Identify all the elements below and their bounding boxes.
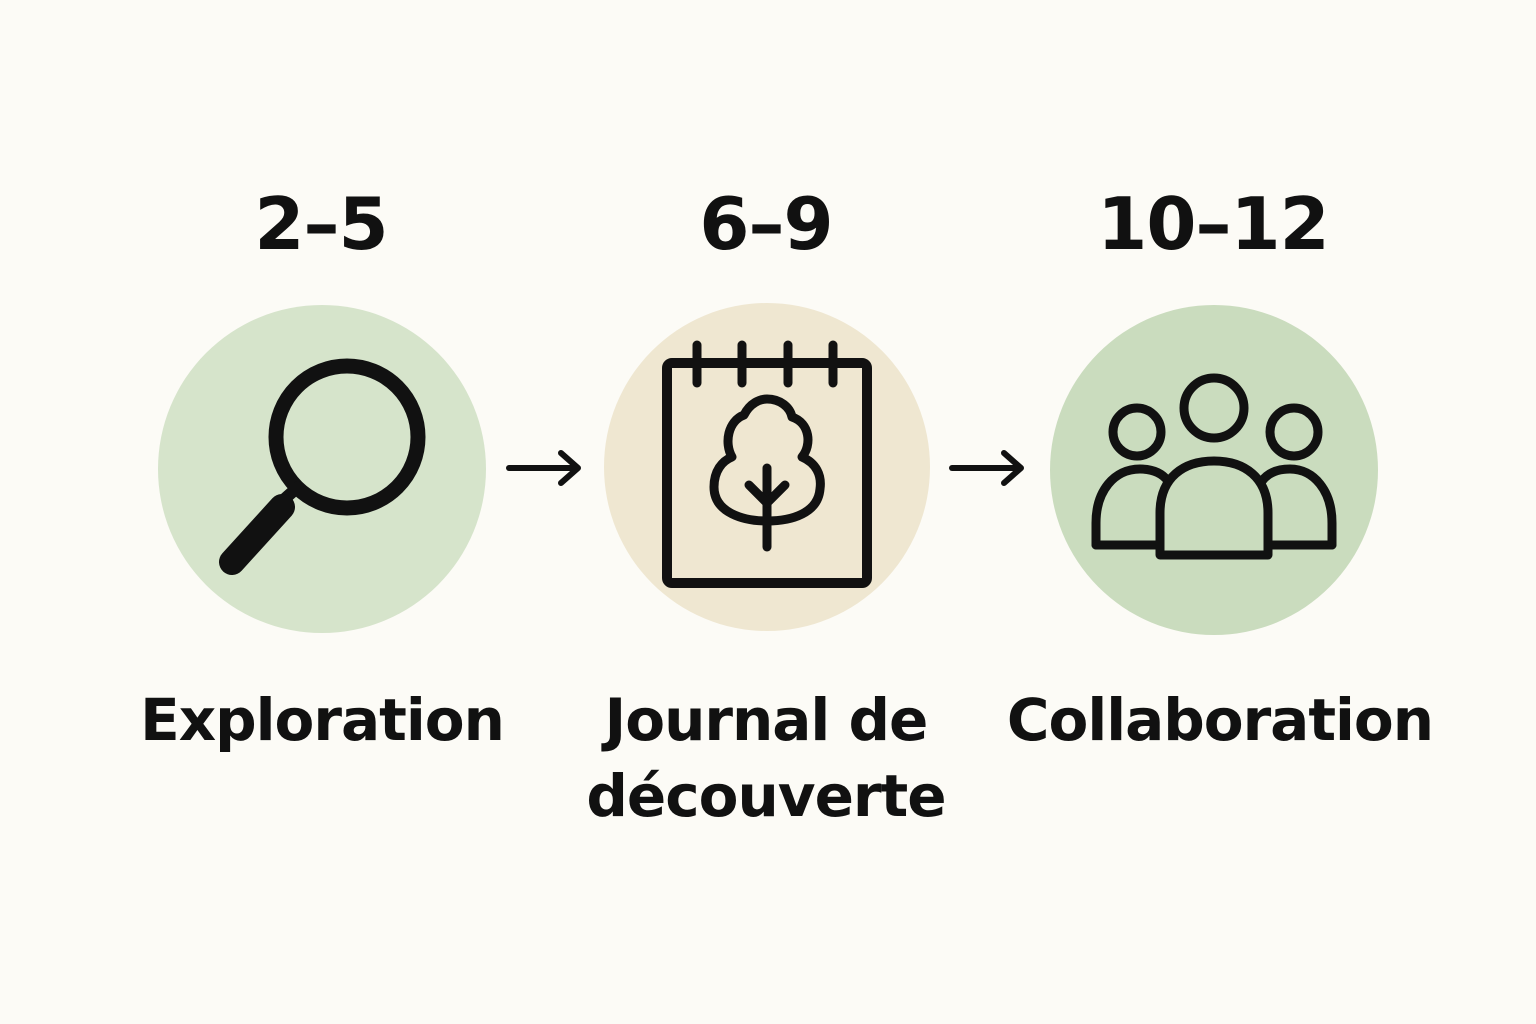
magnifying-glass-icon (219, 358, 426, 575)
stage-2-label-line-1: Journal de (604, 686, 929, 754)
stage-2-label-line-2: découverte (586, 762, 946, 830)
stage-1-circle (158, 305, 486, 633)
stage-2-label: Journal de découverte (546, 682, 986, 834)
arrow-right-icon (506, 450, 581, 486)
stage-1-label: Exploration (140, 686, 505, 754)
notebook-tree-icon (662, 340, 872, 588)
stage-1-age-range: 2–5 (254, 182, 388, 266)
stage-3-circle (1050, 305, 1378, 635)
stage-3-label: Collaboration (1006, 686, 1434, 754)
stage-2-circle (604, 303, 930, 631)
group-people-icon (1091, 373, 1337, 560)
stage-2-age-range: 6–9 (699, 182, 833, 266)
arrow-right-icon (949, 450, 1024, 486)
stage-3-age-range: 10–12 (1097, 182, 1329, 266)
